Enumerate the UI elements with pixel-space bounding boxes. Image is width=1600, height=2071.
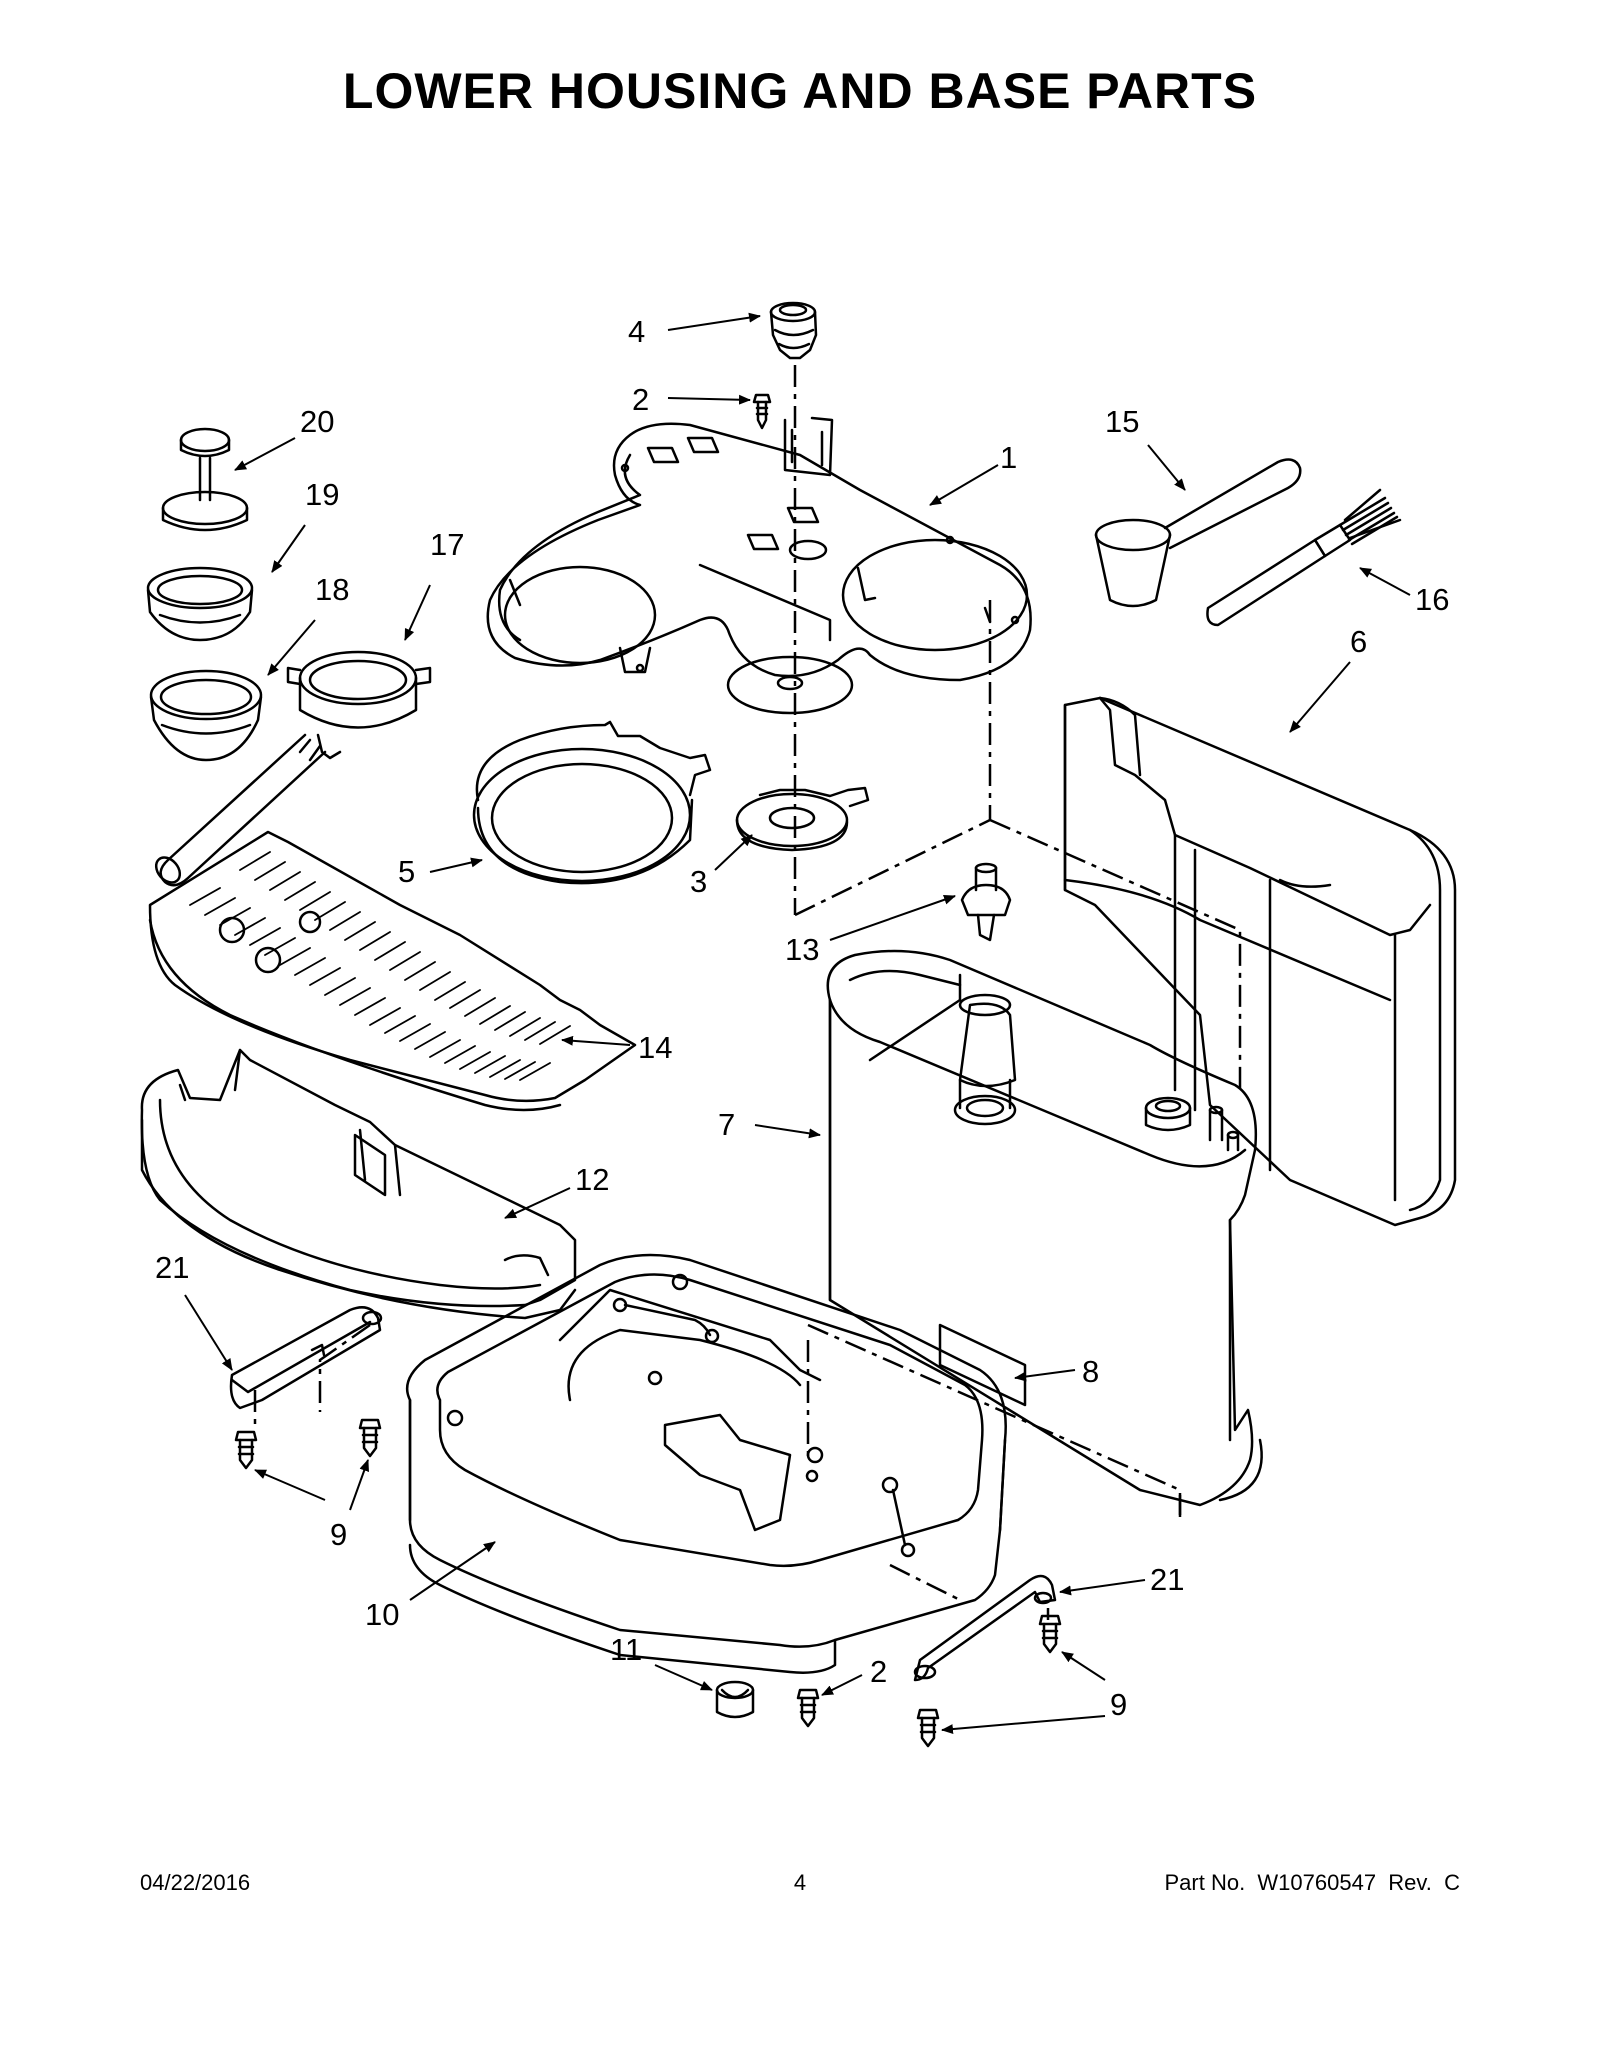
part-11-rubber-foot [715,1680,755,1719]
assembly-lines [253,365,1242,1620]
part-21-bracket-right [913,1574,1057,1682]
callout-5: 5 [398,854,415,889]
part-2-screw-top [752,393,772,430]
page-title: LOWER HOUSING AND BASE PARTS [342,63,1258,119]
leader-1 [929,464,999,506]
callout-14: 14 [638,1030,672,1065]
footer-page-number: 4 [793,1870,807,1895]
callout-3: 3 [690,864,707,899]
footer-date: 04/22/2016 [140,1870,251,1895]
leader-2-top [667,394,751,405]
callout-9-right: 9 [1110,1687,1127,1722]
callout-20: 20 [300,404,334,439]
leader-20 [234,437,296,471]
callout-1: 1 [1000,440,1017,475]
leader-14 [561,1035,631,1046]
callout-9-left: 9 [330,1517,347,1552]
part-20-tamper [161,427,249,532]
callout-4: 4 [628,314,645,349]
part-6-reservoir [1063,696,1457,1227]
callout-10: 10 [365,1597,399,1632]
callout-11: 11 [610,1632,642,1667]
part-14-drip-grate [148,830,637,1112]
callout-18: 18 [315,572,349,607]
callout-16: 16 [1415,582,1449,617]
leader-19 [271,524,306,573]
part-17-portafilter [154,650,432,887]
callout-15: 15 [1105,404,1139,439]
leader-18 [267,619,316,676]
callout-21-left: 21 [155,1250,189,1285]
leader-13 [829,894,956,941]
leader-9-right-a [1061,1651,1106,1681]
part-16-brush [1206,488,1402,627]
part-9-screws-right [916,1614,1062,1748]
part-18-filter-basket [149,669,263,762]
leader-8 [1014,1369,1076,1382]
leader-9-left-a [254,1469,326,1501]
part-19-filter-basket [146,566,254,642]
part-15-scoop [1094,458,1302,608]
part-9-screws-left [234,1418,382,1470]
leader-15 [1147,444,1186,491]
leader-12 [504,1187,571,1219]
part-8-label [938,1323,1027,1407]
callout-12: 12 [575,1162,609,1197]
leader-3 [714,834,753,871]
part-1-upper-housing-plate [486,416,1032,715]
part-4-knob [769,301,818,360]
callout-7: 7 [718,1107,735,1142]
part-12-drip-tray [140,1048,577,1320]
leader-10 [409,1541,496,1601]
part-3-seal [735,786,870,852]
callout-17: 17 [430,527,464,562]
leader-5 [429,857,483,873]
leader-17 [404,584,431,641]
part-10-base [405,1253,1007,1674]
leader-9-right-b [941,1715,1106,1735]
leader-2-bottom [821,1674,863,1696]
leader-7 [754,1124,821,1139]
callout-2-top: 2 [632,382,649,417]
leader-21-left [184,1294,233,1371]
leader-6 [1289,661,1351,733]
footer-part-number: Part No. W10760547 Rev. C [1164,1870,1460,1895]
callout-2-bottom: 2 [870,1654,887,1689]
callout-13: 13 [785,932,819,967]
part-13-valve [960,862,1012,942]
leader-4 [667,312,761,331]
leader-11 [654,1664,713,1691]
callout-8: 8 [1082,1354,1099,1389]
part-7-housing [826,949,1263,1507]
leader-21-right [1059,1579,1146,1596]
leader-9-left-b [349,1459,369,1511]
callout-19: 19 [305,477,339,512]
part-5-gasket [472,720,712,885]
callout-21-right: 21 [1150,1562,1184,1597]
part-21-foot-left [229,1306,383,1410]
leader-16 [1359,567,1411,596]
callout-6: 6 [1350,624,1367,659]
part-2-screw-bottom [796,1688,820,1728]
